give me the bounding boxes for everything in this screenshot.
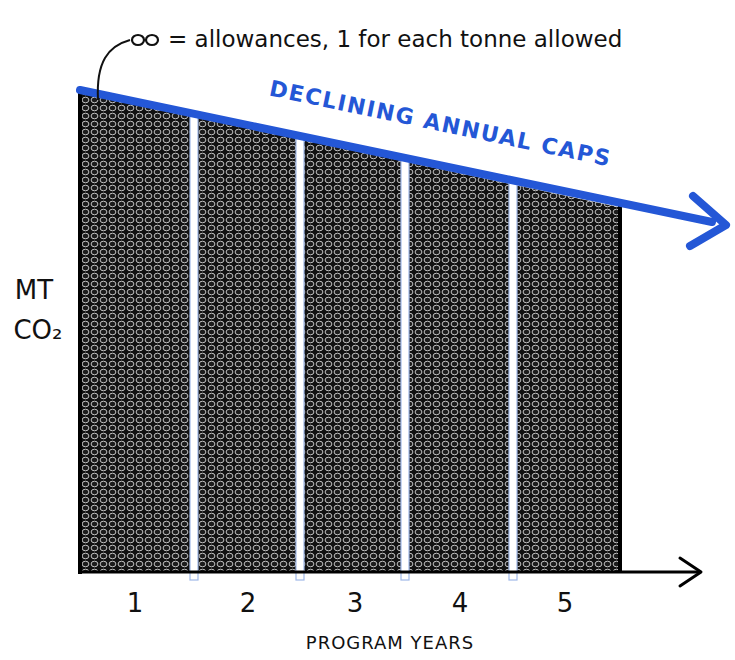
year-gap (401, 100, 409, 580)
leader-line (98, 40, 130, 100)
x-axis (78, 571, 700, 574)
cap-arrowhead (690, 196, 726, 246)
year-number: 4 (452, 589, 469, 618)
year-number: 1 (127, 589, 144, 618)
y-axis (78, 88, 82, 574)
axis-title: PROGRAM YEARS (306, 633, 474, 653)
x-axis-head (680, 558, 701, 586)
year-gap (190, 100, 198, 580)
year-number: 5 (557, 589, 574, 618)
allowance-symbol (132, 35, 144, 45)
year-gap (296, 100, 304, 580)
legend-note: = allowances, 1 for each tonne allowed (168, 27, 622, 52)
year-number: 2 (240, 589, 257, 618)
axis-unit: CO₂ (13, 316, 62, 345)
axis-unit: MT (15, 276, 53, 305)
bar-edge (618, 202, 622, 572)
sky-cover (80, 0, 735, 232)
allowance-symbol (146, 35, 158, 45)
year-number: 3 (347, 589, 364, 618)
